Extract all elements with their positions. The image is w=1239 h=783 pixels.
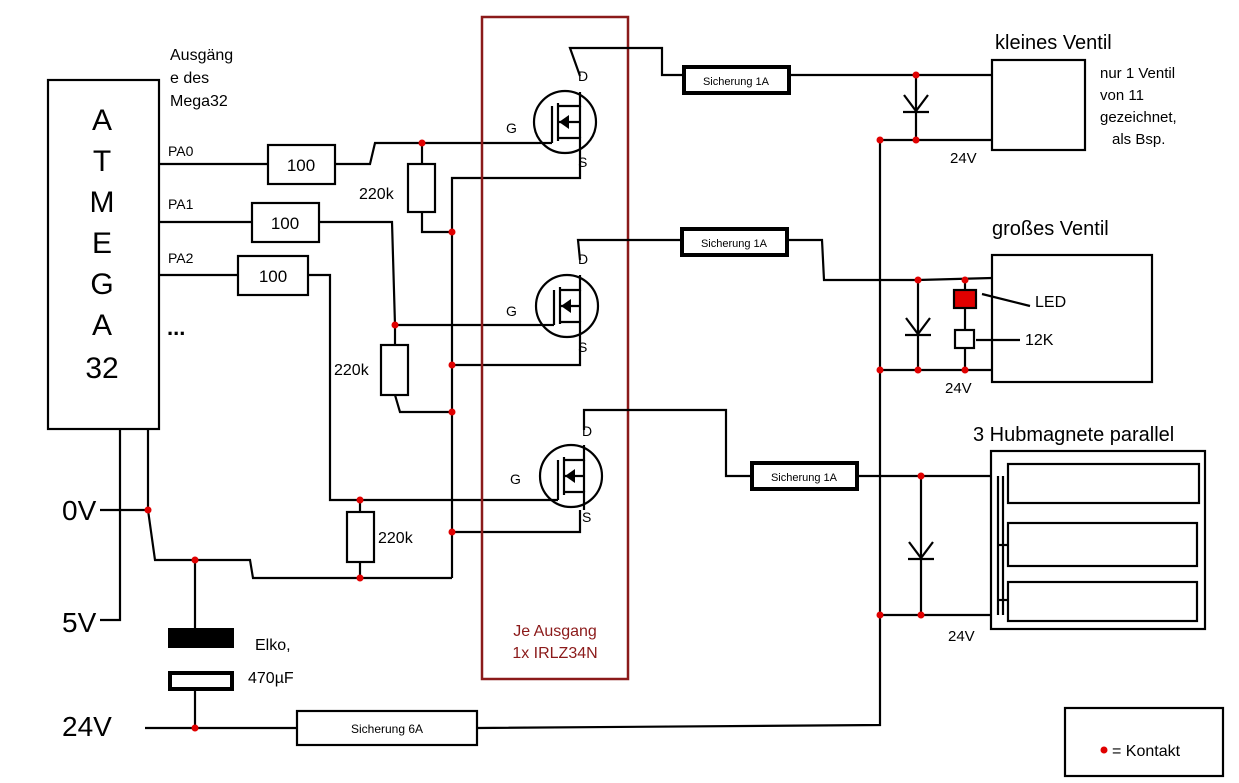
led-label: LED: [1035, 294, 1066, 311]
chip-letter: G: [90, 268, 113, 301]
series-resistor-2: 100: [250, 201, 321, 244]
svg-text:Sicherung 1A: Sicherung 1A: [771, 472, 838, 484]
outputs-label: Ausgäng: [170, 47, 233, 64]
series-resistor-3: 100: [236, 254, 310, 297]
small-valve: kleines Ventil nur 1 Ventil von 11 gezei…: [950, 32, 1177, 167]
pin-wires: [159, 162, 268, 277]
svg-text:G: G: [510, 471, 521, 487]
mosfet-3: G D S: [510, 423, 604, 525]
mosfet-note-box: Je Ausgang 1x IRLZ34N: [480, 15, 630, 681]
fuse-main: Sicherung 6A: [295, 709, 479, 747]
fuse-1: Sicherung 1A: [682, 65, 791, 95]
pulldown-resistor-3: 220k: [345, 500, 414, 578]
large-valve-title: großes Ventil: [992, 218, 1109, 240]
svg-text:100: 100: [259, 267, 287, 286]
drain-wires: [568, 46, 752, 478]
fuse-3: Sicherung 1A: [750, 461, 859, 491]
chip-letter: 32: [85, 352, 118, 385]
svg-text:24V: 24V: [950, 150, 977, 167]
power-supply: 0V 5V 24V Elko, 470µF: [62, 430, 297, 742]
contact-dots: [144, 71, 969, 732]
pulldown-resistor-1: 220k: [359, 143, 452, 234]
fuse-2: Sicherung 1A: [680, 227, 789, 257]
flyback-diode-3: [908, 476, 934, 615]
svg-text:24V: 24V: [948, 628, 975, 645]
cap-label-2: 470µF: [248, 670, 294, 687]
svg-text:D: D: [578, 68, 588, 84]
mosfet-2: G D S: [506, 251, 600, 355]
legend-text: = Kontakt: [1112, 743, 1181, 760]
label-5v: 5V: [62, 607, 97, 638]
svg-text:220k: 220k: [378, 530, 414, 547]
solenoids: 3 Hubmagnete parallel 24V: [948, 424, 1207, 645]
mosfet-note-line2: 1x IRLZ34N: [512, 645, 597, 662]
large-valve: großes Ventil LED 12K 24V: [945, 218, 1154, 397]
solenoids-title: 3 Hubmagnete parallel: [973, 424, 1174, 446]
outputs-label: e des: [170, 70, 209, 87]
atmega32-chip: A T M E G A 32: [46, 78, 161, 431]
legend: = Kontakt: [1063, 706, 1225, 778]
mosfet-note-line1: Je Ausgang: [513, 623, 597, 640]
svg-text:Sicherung 1A: Sicherung 1A: [703, 76, 770, 88]
label-0v: 0V: [62, 495, 97, 526]
svg-text:nur 1 Ventil: nur 1 Ventil: [1100, 65, 1175, 82]
flyback-diode-1: [903, 75, 929, 140]
svg-text:G: G: [506, 303, 517, 319]
svg-text:100: 100: [271, 214, 299, 233]
svg-text:als Bsp.: als Bsp.: [1112, 131, 1165, 148]
outputs-label: Mega32: [170, 93, 228, 110]
gate-wires: [308, 141, 540, 502]
source-rail: [146, 150, 582, 580]
svg-text:24V: 24V: [945, 380, 972, 397]
svg-text:220k: 220k: [334, 362, 370, 379]
mosfet-1: G D S: [506, 68, 598, 170]
more-pins: ...: [167, 315, 185, 340]
pin-label-pa2: PA2: [168, 250, 194, 266]
svg-text:S: S: [578, 339, 587, 355]
cap-label-1: Elko,: [255, 637, 291, 654]
label-24v: 24V: [62, 711, 112, 742]
small-valve-title: kleines Ventil: [995, 32, 1112, 54]
pulldown-resistor-2: 220k: [334, 325, 452, 414]
svg-text:gezeichnet,: gezeichnet,: [1100, 109, 1177, 126]
svg-text:von 11: von 11: [1100, 87, 1144, 104]
svg-text:220k: 220k: [359, 186, 395, 203]
pin-label-pa1: PA1: [168, 196, 194, 212]
svg-text:S: S: [582, 509, 591, 525]
svg-text:Sicherung 6A: Sicherung 6A: [351, 722, 423, 736]
svg-text:Sicherung 1A: Sicherung 1A: [701, 238, 768, 250]
chip-letter: A: [92, 104, 112, 137]
series-resistor-1: 100: [266, 143, 337, 186]
chip-letter: T: [93, 145, 111, 178]
chip-letter: M: [90, 186, 115, 219]
svg-text:D: D: [578, 251, 588, 267]
chip-letter: A: [92, 309, 112, 342]
pin-label-pa0: PA0: [168, 143, 194, 159]
svg-text:G: G: [506, 120, 517, 136]
resistor-12k-label: 12K: [1025, 332, 1054, 349]
svg-text:D: D: [582, 423, 592, 439]
svg-text:100: 100: [287, 156, 315, 175]
flyback-diode-2: [905, 280, 931, 370]
svg-text:S: S: [578, 154, 587, 170]
chip-letter: E: [92, 227, 112, 260]
